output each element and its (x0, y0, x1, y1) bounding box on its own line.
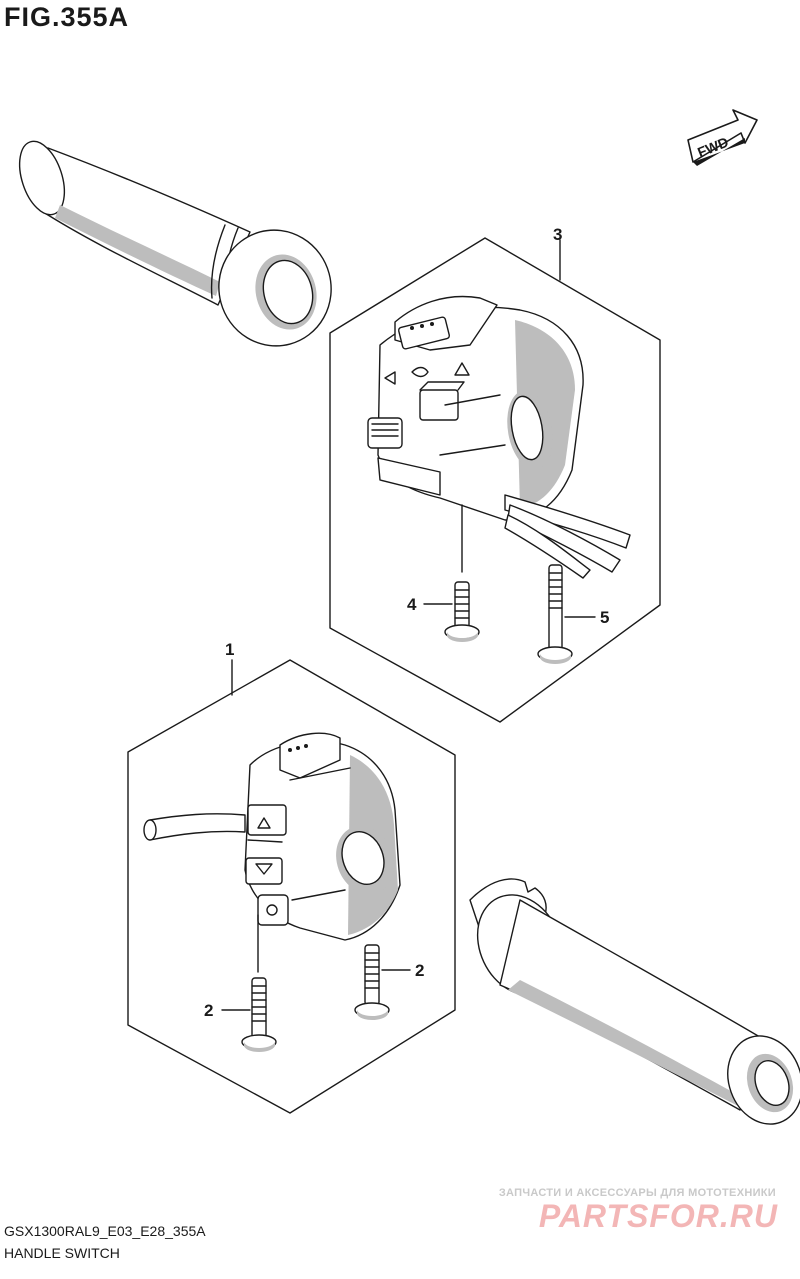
fwd-direction-badge: FWD (687, 109, 758, 166)
right-handlebar-switch-illustration (367, 295, 631, 579)
section-name: HANDLE SWITCH (4, 1245, 120, 1261)
callout-1: 1 (225, 640, 234, 659)
model-code: GSX1300RAL9_E03_E28_355A (4, 1223, 206, 1239)
left-grip-illustration (18, 140, 332, 347)
screw-2-left-illustration (241, 977, 277, 1052)
callout-2b: 2 (415, 961, 424, 980)
watermark-logo: PARTSFOR.RU (538, 1198, 778, 1234)
watermark-tagline: ЗАПЧАСТИ И АКСЕССУАРЫ ДЛЯ МОТОТЕХНИКИ (498, 1187, 776, 1199)
callout-2a: 2 (204, 1001, 213, 1020)
callout-4: 4 (407, 595, 417, 614)
screw-2-right-illustration (354, 944, 390, 1020)
left-handlebar-switch-illustration (143, 732, 401, 941)
figure-title: FIG.355A (4, 2, 130, 32)
callout-3: 3 (553, 225, 562, 244)
upper-assembly-outline (329, 237, 661, 723)
lower-assembly-outline (127, 659, 456, 1114)
right-grip-illustration (469, 878, 800, 1125)
callout-5: 5 (600, 608, 609, 627)
screw-4-illustration (444, 581, 480, 642)
screw-5-illustration (537, 564, 573, 664)
